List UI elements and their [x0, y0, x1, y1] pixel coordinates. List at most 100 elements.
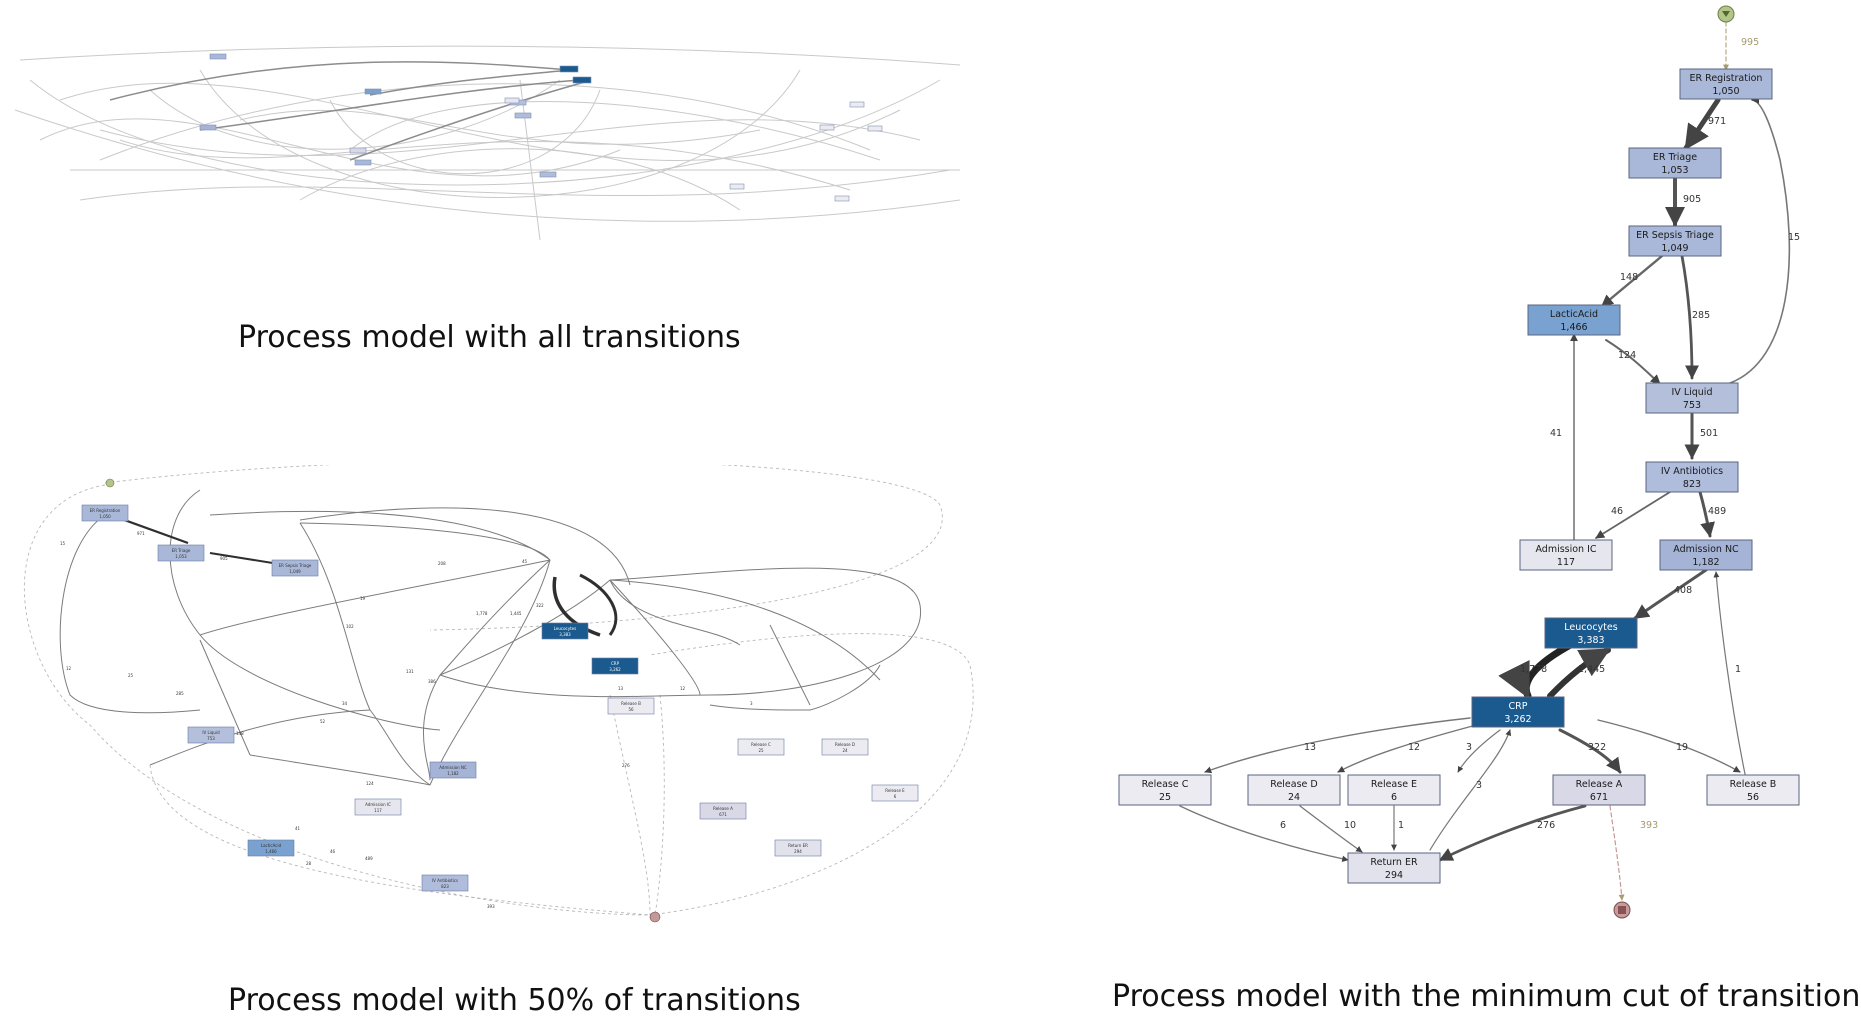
edge-admnc-leuco-label: 408	[1674, 585, 1692, 596]
node-triage-label: ER Triage	[1653, 152, 1697, 163]
half-edge-label: 102	[346, 624, 354, 629]
edge-ivant-admnc	[1698, 490, 1715, 538]
half-node-triage-label: ER Triage	[172, 548, 191, 553]
edge-sepsis-ivliq-label: 285	[1692, 310, 1710, 321]
edge-ivliq-reg	[1729, 96, 1791, 384]
node-leuco: Leucocytes 3,383	[1544, 617, 1638, 649]
edge-admnc-leuco	[1633, 568, 1708, 620]
edge-rela-end	[1609, 805, 1625, 901]
half-node-crp-count: 3,262	[609, 667, 621, 672]
edge-crp-leuco-label: 1,445	[1578, 664, 1605, 675]
half-edge-label: 46	[330, 849, 336, 854]
half-edge-label: 25	[128, 673, 134, 678]
node-sepsis-label: ER Sepsis Triage	[1636, 230, 1714, 241]
edge-crp-rele	[1457, 729, 1501, 773]
half-edge-label: 386	[428, 679, 436, 684]
half-edge-label: 276	[622, 763, 630, 768]
edge-crp-rele-label: 3	[1466, 742, 1472, 753]
half-node-ivliq-count: 753	[207, 736, 215, 741]
node-relc-count: 25	[1159, 792, 1171, 803]
half-edge-label: 322	[536, 603, 544, 608]
half-node-relb-label: Release B	[621, 701, 641, 706]
edge-reg-triage-label: 971	[1708, 116, 1726, 127]
half-edge-label: 28	[306, 861, 312, 866]
edge-ret-crp	[1429, 729, 1512, 851]
half-edge-label: 34	[342, 701, 348, 706]
node-ret: Return ER 294	[1347, 852, 1441, 884]
half-node-admic-count: 117	[374, 808, 382, 813]
node-relb: Release B56	[1706, 774, 1800, 806]
half-edge-label: 52	[320, 719, 326, 724]
half-node-rele-count: 6	[894, 794, 897, 799]
edge-rela-ret-label: 276	[1537, 820, 1555, 831]
edge-triage-sepsis-label: 905	[1683, 194, 1701, 205]
half-edge-label: 393	[487, 904, 495, 909]
edge-crp-reld	[1337, 723, 1481, 773]
half-node-ivant-count: 823	[441, 884, 449, 889]
half-node-leuco-label: Leucocytes	[554, 626, 576, 631]
half-edge-label: 905	[220, 556, 228, 561]
half-edge-label: 12	[66, 666, 72, 671]
node-crp-label: CRP	[1509, 701, 1528, 712]
node-relb-label: Release B	[1730, 779, 1777, 790]
half-edge-label: 1,778	[476, 611, 488, 616]
half-edge-label: 285	[176, 691, 184, 696]
edge-reld-ret	[1299, 805, 1363, 853]
half-node-relb-count: 56	[628, 707, 634, 712]
edge-relc-ret	[1179, 805, 1349, 862]
edge-ret-crp-label: 3	[1476, 780, 1482, 791]
node-leuco-label: Leucocytes	[1564, 622, 1617, 633]
caption-all-transitions: Process model with all transitions	[238, 320, 741, 355]
half-edge-label: 148	[236, 731, 244, 736]
half-node-ivant-label: IV Antibiotics	[432, 878, 458, 883]
half-edge-label: 45	[522, 559, 528, 564]
node-lactic: LacticAcid 1,466	[1527, 304, 1621, 336]
half-edge-label: 19	[360, 596, 366, 601]
node-triage: ER Triage 1,053	[1628, 147, 1722, 179]
edge-start-reg-label: 995	[1741, 37, 1759, 48]
half-node-crp-label: CRP	[611, 661, 620, 666]
node-lactic-label: LacticAcid	[1550, 309, 1598, 320]
half-edge-label: 124	[366, 781, 374, 786]
edge-rele-ret-label: 1	[1398, 820, 1404, 831]
edge-lactic-ivliq	[1605, 339, 1661, 385]
half-edge-label: 12	[680, 686, 686, 691]
edge-crp-rela	[1558, 728, 1622, 774]
node-rele-label: Release E	[1371, 779, 1417, 790]
node-ret-label: Return ER	[1370, 857, 1418, 868]
half-node-leuco-count: 3,383	[559, 632, 571, 637]
edge-lactic-ivliq-label: 124	[1618, 350, 1636, 361]
node-ivliq-label: IV Liquid	[1672, 387, 1713, 398]
half-node-reld-count: 24	[842, 748, 848, 753]
half-edge-label: 971	[137, 531, 145, 536]
edge-ivant-admnc-label: 489	[1708, 506, 1726, 517]
node-reld-count: 24	[1288, 792, 1300, 803]
node-leuco-count: 3,383	[1577, 635, 1604, 646]
node-admnc-count: 1,182	[1692, 557, 1719, 568]
edge-relb-admnc	[1713, 571, 1746, 775]
half-edge-label: 208	[438, 561, 446, 566]
node-admnc: Admission NC1,182	[1659, 539, 1753, 571]
half-edge-label: 131	[406, 669, 414, 674]
node-admic-count: 117	[1557, 557, 1575, 568]
half-node-ivliq-label: IV Liquid	[202, 730, 220, 735]
node-ret-count: 294	[1385, 870, 1403, 881]
half-node-ret-label: Return ER	[788, 843, 808, 848]
node-lactic-count: 1,466	[1560, 322, 1587, 333]
node-ivant-label: IV Antibiotics	[1661, 466, 1723, 477]
diagram-all-transitions	[14, 45, 961, 241]
edge-reld-ret-label: 10	[1344, 820, 1356, 831]
half-edge-label: 489	[365, 856, 373, 861]
half-node-reld-label: Release D	[835, 742, 855, 747]
edge-sepsis-lactic-label: 148	[1620, 272, 1638, 283]
node-reg-count: 1,050	[1712, 86, 1739, 97]
node-triage-count: 1,053	[1661, 165, 1688, 176]
edge-crp-leuco	[1547, 647, 1611, 699]
